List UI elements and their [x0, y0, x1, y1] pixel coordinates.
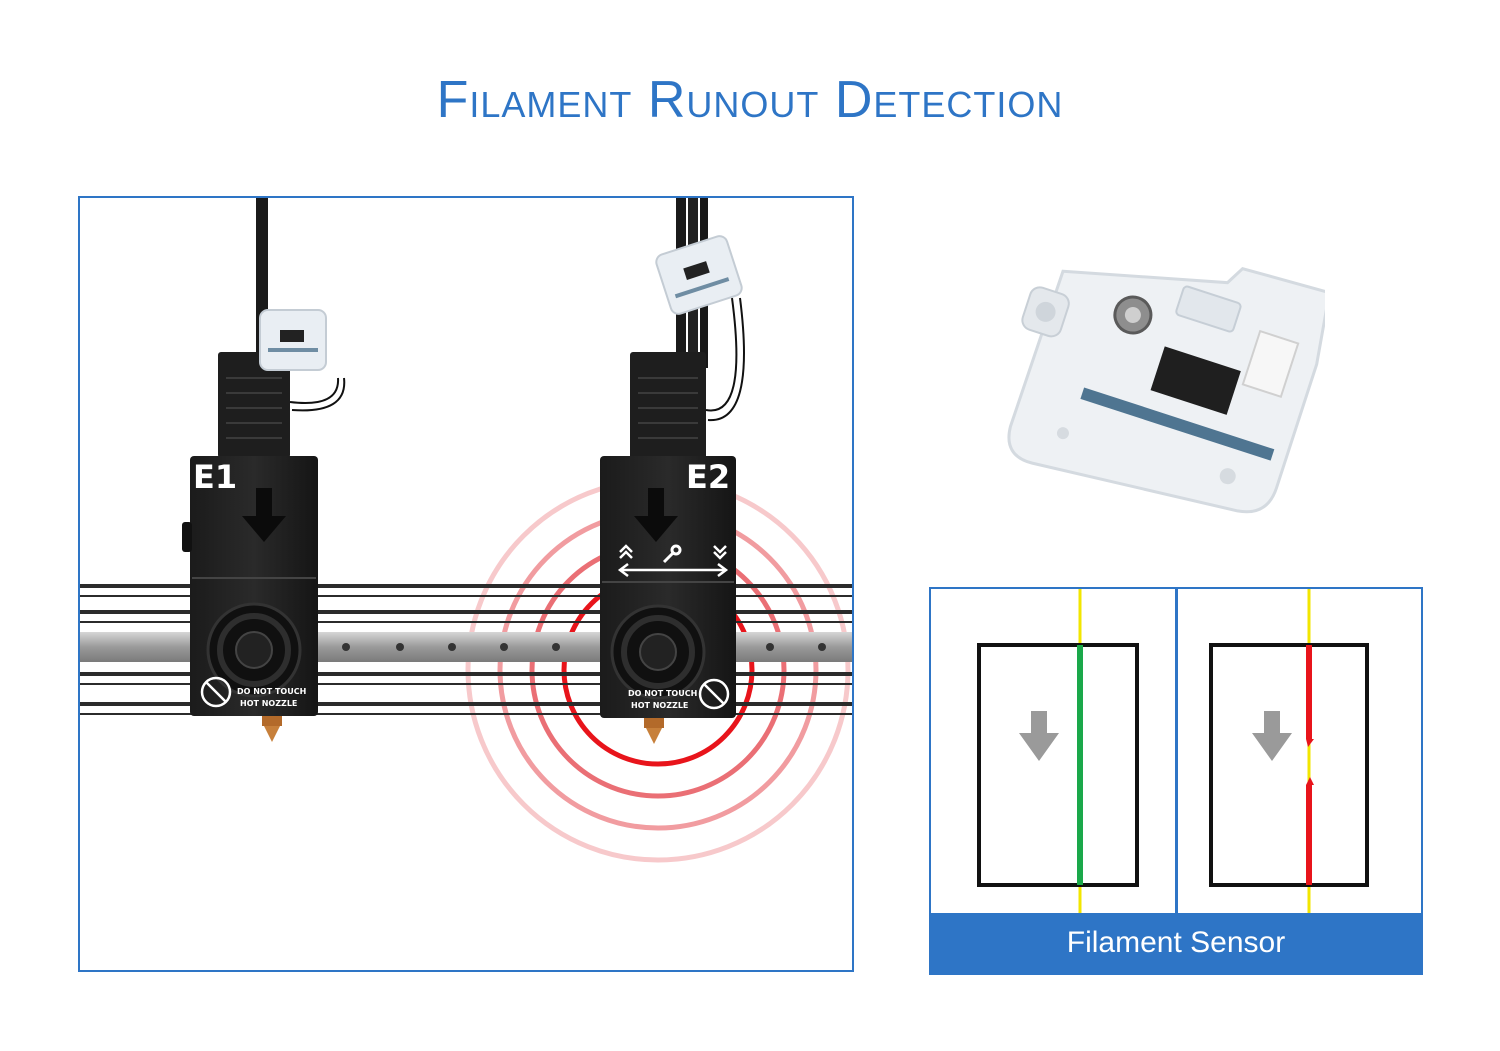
- carriage-drawing: E1 DO NOT TOUCH HOT NOZZLE: [80, 198, 852, 863]
- fan-e2: [610, 604, 706, 700]
- filament-sensor-photo: [1007, 266, 1325, 514]
- double-arrow-icon: [617, 544, 729, 577]
- extruder-e2: E2: [600, 198, 745, 744]
- arrow-down-icon: [242, 488, 286, 542]
- extruder-label-e2: E2: [686, 458, 730, 496]
- fan-e1: [206, 602, 302, 698]
- filament-sensor-e2: [655, 235, 745, 422]
- state-filament-runout: [1209, 589, 1369, 915]
- arrow-down-icon: [634, 488, 678, 542]
- warning-line2-e2: HOT NOZZLE: [631, 701, 688, 710]
- warning-line1-e1: DO NOT TOUCH: [237, 687, 306, 696]
- warning-line2-e1: HOT NOZZLE: [240, 699, 297, 708]
- wrench-icon: [662, 544, 682, 564]
- no-touch-hand-icon: [698, 678, 730, 710]
- sensor-caption: Filament Sensor: [931, 913, 1421, 973]
- arrow-down-icon: [1252, 711, 1292, 761]
- extruder-label-e1: E1: [193, 458, 237, 496]
- sensor-state-diagram: Filament Sensor: [929, 587, 1423, 975]
- extruder-e1: E1 DO NOT TOUCH HOT NOZZLE: [182, 198, 346, 742]
- state-filament-present: [977, 589, 1139, 915]
- no-touch-hand-icon: [200, 676, 232, 708]
- arrow-down-icon: [1019, 711, 1059, 761]
- filament-sensor-e1: [259, 309, 346, 412]
- diagram-divider: [1175, 589, 1178, 915]
- page-title: Filament Runout Detection: [436, 71, 1064, 129]
- extruder-illustration: E1 DO NOT TOUCH HOT NOZZLE: [78, 196, 854, 972]
- warning-line1-e2: DO NOT TOUCH: [628, 689, 697, 698]
